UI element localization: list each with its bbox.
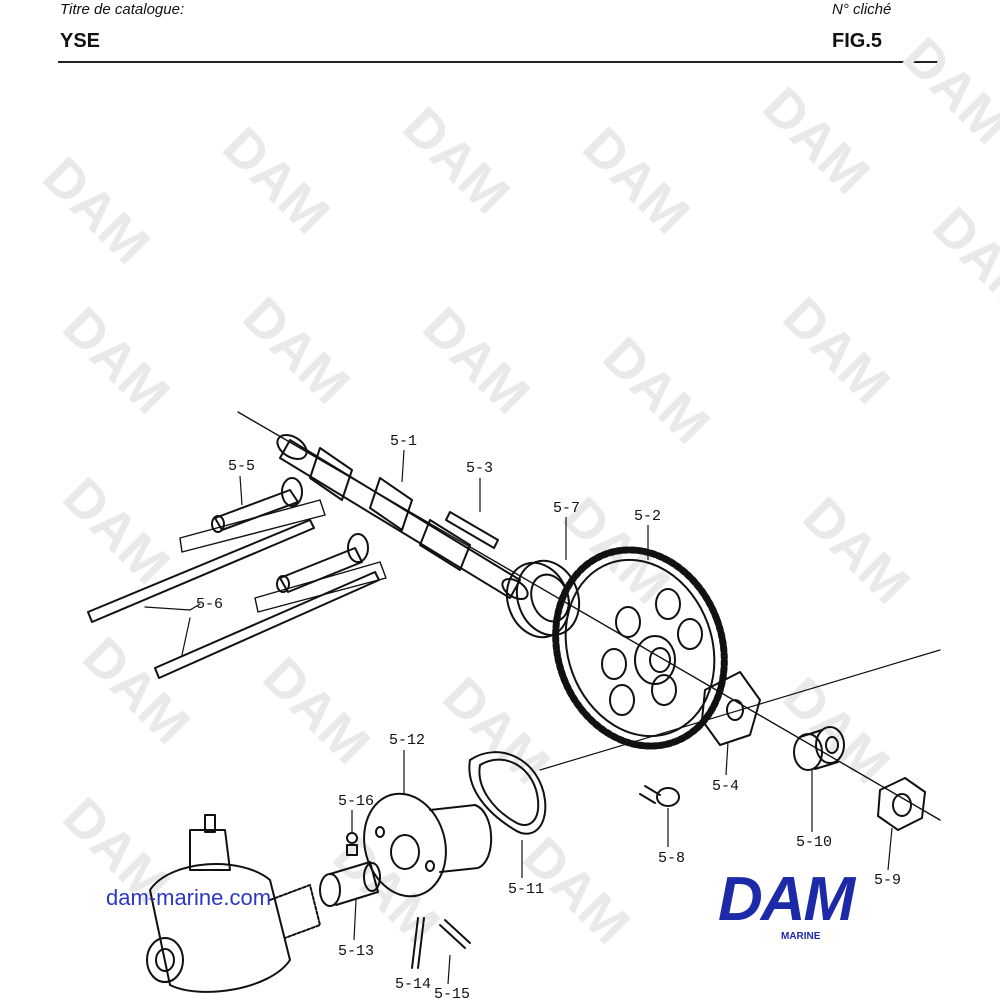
callout-5-4: 5-4 bbox=[712, 778, 739, 795]
gasket bbox=[468, 751, 547, 835]
watermark: DAM bbox=[892, 26, 1000, 155]
collar bbox=[793, 726, 845, 771]
watermark: DAM bbox=[432, 666, 561, 795]
bearing bbox=[505, 559, 581, 639]
callout-5-1: 5-1 bbox=[390, 433, 417, 450]
watermark: DAM bbox=[32, 146, 161, 275]
watermark: DAM bbox=[52, 296, 181, 425]
clip bbox=[411, 917, 419, 969]
callout-5-6: 5-6 bbox=[196, 596, 223, 613]
pushrods bbox=[87, 519, 380, 679]
callout-5-13: 5-13 bbox=[338, 943, 374, 960]
pin bbox=[346, 832, 358, 856]
camshaft bbox=[276, 434, 529, 601]
pump-body bbox=[146, 814, 321, 993]
catalogue-label: Titre de catalogue: bbox=[60, 1, 185, 18]
header-rule bbox=[58, 61, 942, 63]
watermark: DAM bbox=[572, 116, 701, 245]
watermark: DAM bbox=[252, 646, 381, 775]
clip-2 bbox=[439, 924, 466, 949]
watermark-layer: DAM DAM DAM DAM DAM DAM DAM DAM DAM DAM … bbox=[32, 26, 1000, 955]
website-link[interactable]: dam-marine.com bbox=[106, 885, 272, 910]
callout-5-14: 5-14 bbox=[395, 976, 431, 993]
key bbox=[445, 511, 499, 549]
callout-5-12: 5-12 bbox=[389, 732, 425, 749]
callout-5-7: 5-7 bbox=[553, 500, 580, 517]
flange bbox=[363, 792, 493, 898]
cliche-value: FIG.5 bbox=[832, 30, 883, 52]
leader-5-6a bbox=[144, 606, 191, 611]
dam-logo: DAM bbox=[718, 865, 855, 934]
watermark: DAM bbox=[752, 76, 881, 205]
watermark: DAM bbox=[72, 626, 201, 755]
callout-5-8: 5-8 bbox=[658, 850, 685, 867]
callout-5-10: 5-10 bbox=[796, 834, 832, 851]
watermark: DAM bbox=[592, 326, 721, 455]
axis-line-lower bbox=[539, 649, 941, 771]
gear bbox=[552, 546, 728, 750]
bolt bbox=[639, 785, 680, 807]
watermark: DAM bbox=[772, 286, 901, 415]
shaft bbox=[319, 861, 381, 907]
watermark: DAM bbox=[232, 286, 361, 415]
watermark: DAM bbox=[922, 196, 1000, 325]
callout-5-11: 5-11 bbox=[508, 881, 544, 898]
watermark: DAM bbox=[52, 466, 181, 595]
washer bbox=[701, 671, 761, 746]
nut bbox=[877, 777, 926, 831]
callout-5-5: 5-5 bbox=[228, 458, 255, 475]
watermark: DAM bbox=[412, 296, 541, 425]
watermark: DAM bbox=[392, 96, 521, 225]
callout-5-3: 5-3 bbox=[466, 460, 493, 477]
callout-5-16: 5-16 bbox=[338, 793, 374, 810]
cliche-label: N° cliché bbox=[832, 1, 892, 18]
watermark: DAM bbox=[792, 486, 921, 615]
watermark: DAM bbox=[212, 116, 341, 245]
catalogue-value: YSE bbox=[60, 30, 101, 52]
tappet-lower bbox=[254, 533, 387, 613]
callout-5-15: 5-15 bbox=[434, 986, 470, 1000]
callouts: 5-1 5-2 5-3 5-4 5-5 5-6 5-7 5-8 5-9 5-10… bbox=[196, 433, 901, 1000]
tappet-upper bbox=[179, 477, 326, 553]
callout-5-9: 5-9 bbox=[874, 872, 901, 889]
callout-5-2: 5-2 bbox=[634, 508, 661, 525]
watermark: DAM bbox=[772, 666, 901, 795]
dam-logo-sub: MARINE bbox=[781, 931, 821, 942]
leader-5-6b bbox=[181, 617, 191, 656]
